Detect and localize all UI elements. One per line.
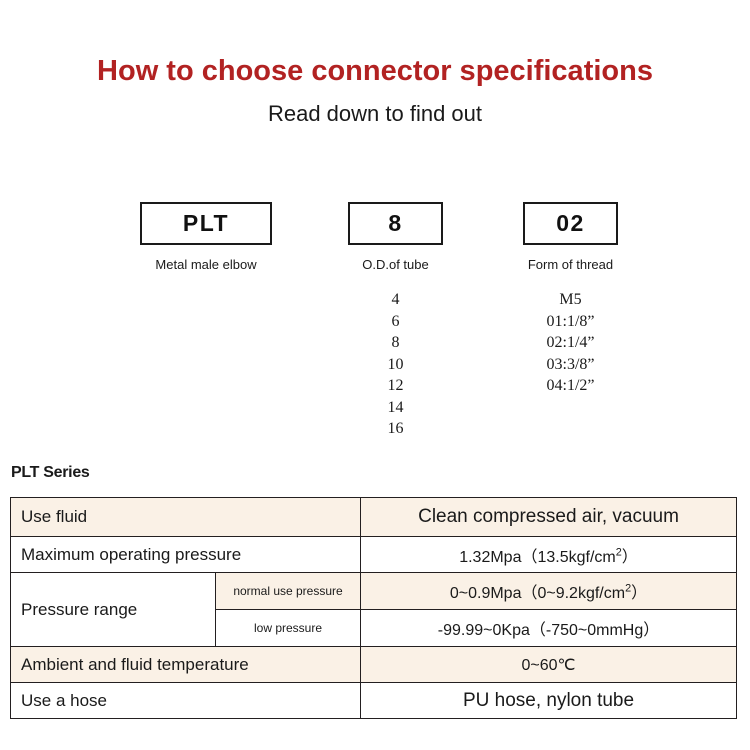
code-box-series: PLT (140, 202, 272, 245)
selector-column-series: PLT Metal male elbow (140, 202, 272, 272)
code-caption-od: O.D.of tube (362, 257, 429, 272)
specification-table: Use fluid Clean compressed air, vacuum M… (9, 497, 738, 719)
table-row: Use fluid Clean compressed air, vacuum (9, 497, 738, 537)
code-box-od: 8 (348, 202, 443, 245)
page-title: How to choose connector specifications (97, 55, 653, 87)
option-item: 03:3/8” (546, 355, 595, 373)
table-row: low pressure -99.99~0Kpa（-750~0mmHg） (11, 609, 738, 647)
option-item: 14 (387, 398, 404, 416)
spec-sublabel-normal-use-pressure: normal use pressure (214, 572, 362, 610)
spec-value-use-a-hose: PU hose, nylon tube (360, 682, 738, 719)
code-box-thread: 02 (523, 202, 618, 245)
option-item: 10 (387, 355, 404, 373)
option-item: 02:1/4” (546, 334, 595, 351)
code-value-od: 8 (388, 210, 403, 236)
table-row: Ambient and fluid temperature 0~60℃ (9, 646, 738, 683)
option-list-od: 4 6 8 10 12 14 16 (348, 289, 443, 440)
spec-label-max-pressure: Maximum operating pressure (9, 536, 362, 573)
code-value-thread: 02 (556, 210, 585, 236)
option-list-thread: M5 01:1/8” 02:1/4” 03:3/8” 04:1/2” (523, 289, 618, 397)
option-item: M5 (559, 291, 582, 308)
option-item: 4 (391, 291, 400, 308)
code-caption-series: Metal male elbow (155, 257, 257, 272)
option-item: 8 (391, 334, 400, 351)
table-row: Maximum operating pressure 1.32Mpa（13.5k… (9, 536, 738, 573)
selector-column-od: 8 O.D.of tube 4 6 8 10 12 14 16 (348, 202, 443, 440)
spec-value-normal-use-pressure: 0~0.9Mpa（0~9.2kgf/cm2） (360, 572, 738, 610)
option-item: 04:1/2” (546, 377, 595, 394)
code-value-series: PLT (182, 210, 230, 236)
option-item: 16 (387, 420, 404, 437)
table-row: Use a hose PU hose, nylon tube (9, 682, 738, 719)
spec-value-ambient-temperature: 0~60℃ (360, 646, 738, 683)
part-number-selector: PLT Metal male elbow 8 O.D.of tube 4 6 8… (0, 202, 750, 452)
page-subtitle: Read down to find out (267, 101, 483, 126)
spec-label-ambient-temperature: Ambient and fluid temperature (9, 646, 362, 683)
spec-sublabel-low-pressure: low pressure (214, 609, 362, 647)
code-caption-thread: Form of thread (527, 257, 614, 272)
selector-column-thread: 02 Form of thread M5 01:1/8” 02:1/4” 03:… (523, 202, 618, 397)
spec-label-use-a-hose: Use a hose (9, 682, 362, 719)
series-label: PLT Series (11, 464, 90, 481)
spec-label-use-fluid: Use fluid (9, 497, 362, 537)
spec-label-pressure-range: Pressure range (10, 572, 216, 647)
table-row: Pressure range normal use pressure 0~0.9… (10, 572, 738, 647)
option-item: 6 (391, 312, 400, 330)
spec-value-max-pressure: 1.32Mpa（13.5kgf/cm2） (360, 536, 738, 573)
spec-value-low-pressure: -99.99~0Kpa（-750~0mmHg） (360, 609, 738, 647)
option-item: 01:1/8” (546, 312, 595, 330)
option-item: 12 (387, 377, 404, 394)
spec-value-use-fluid: Clean compressed air, vacuum (360, 497, 738, 537)
